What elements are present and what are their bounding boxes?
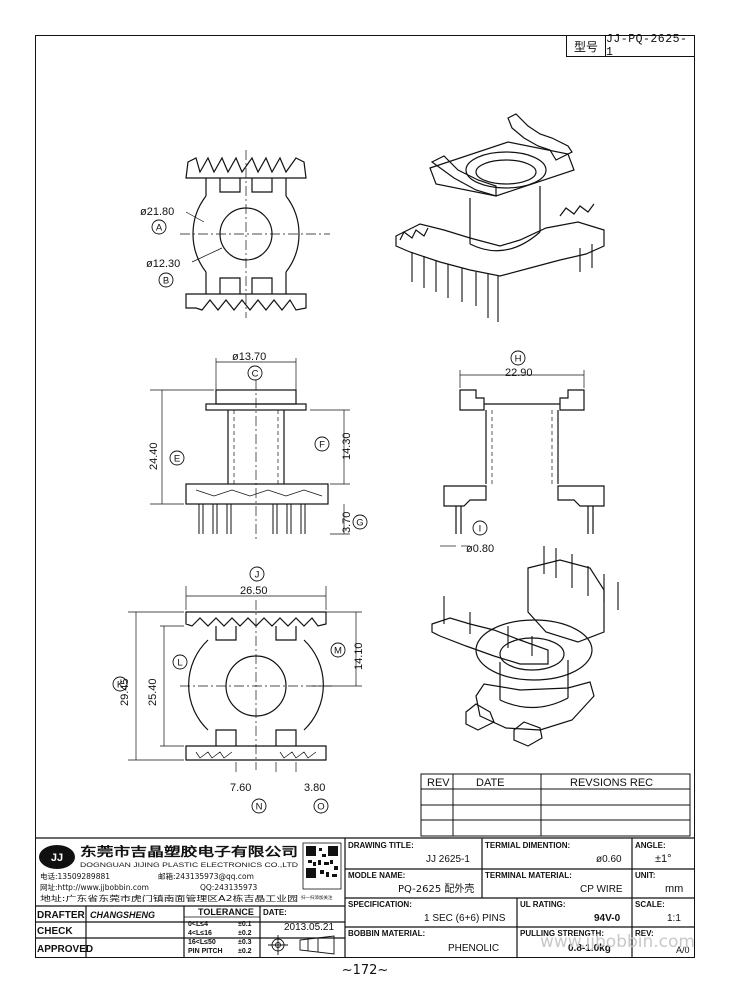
dim-pin-diameter: ø0.80 bbox=[466, 543, 494, 555]
drawing-title-label: DRAWING TITLE: bbox=[348, 841, 414, 850]
dim-slot-height: 14.10 bbox=[353, 642, 365, 670]
company-address: 地址:广东省东莞市虎门镇南面管理区A2栋吉晶工业园 bbox=[40, 893, 298, 903]
marker-g: G bbox=[356, 518, 363, 529]
ul-rating-value: 94V-0 bbox=[594, 913, 621, 924]
pulling-strength-value: 0.8-1.0kg bbox=[568, 943, 611, 954]
model-label: 型号 bbox=[567, 36, 606, 56]
dim-mid-height: 14.30 bbox=[341, 432, 353, 460]
terminal-material-label: TERMINAL MATERIAL: bbox=[485, 871, 572, 880]
marker-c: C bbox=[252, 369, 259, 380]
marker-h: H bbox=[515, 354, 522, 365]
marker-k: K bbox=[117, 680, 124, 691]
isometric-view-top bbox=[395, 113, 605, 322]
dim-body-height: 25.40 bbox=[147, 678, 159, 706]
ul-rating-label: UL RATING: bbox=[520, 900, 565, 909]
rev-header: REV bbox=[427, 777, 450, 789]
dim-top-width: ø13.70 bbox=[232, 351, 266, 363]
drafter-value: CHANGSHENG bbox=[90, 910, 155, 920]
bottom-view bbox=[112, 566, 362, 814]
tol-value-3: ±0.3 bbox=[238, 939, 252, 946]
model-number-box: 型号 JJ-PQ-2625-1 bbox=[566, 33, 695, 59]
marker-i: I bbox=[479, 524, 482, 535]
company-qq: QQ:243135973 bbox=[200, 883, 258, 892]
company-name-en: DOGNGUAN JIJING PLASTIC ELECTRONICS CO.,… bbox=[80, 863, 299, 869]
marker-j: J bbox=[255, 570, 260, 581]
dim-pitch-1: 7.60 bbox=[230, 782, 251, 794]
spec-label: SPECIFICATION: bbox=[348, 900, 412, 909]
scale-value: 1:1 bbox=[667, 913, 681, 924]
company-email: 邮箱:243135973@qq.com bbox=[158, 871, 254, 881]
side-view bbox=[440, 350, 605, 547]
terminal-dim-label: TERMIAL DIMENTION: bbox=[485, 841, 570, 850]
date-value: 2013.05.21 bbox=[284, 922, 334, 933]
revision-table bbox=[420, 773, 691, 837]
marker-o: O bbox=[317, 802, 324, 813]
bobbin-material-value: PHENOLIC bbox=[448, 943, 499, 954]
projection-symbol bbox=[268, 935, 335, 955]
unit-label: UNIT: bbox=[635, 871, 655, 880]
model-name-label: MODLE NAME: bbox=[348, 871, 405, 880]
angle-value: ±1° bbox=[655, 853, 672, 865]
marker-b: B bbox=[163, 276, 169, 287]
scale-label: SCALE: bbox=[635, 900, 665, 909]
marker-f: F bbox=[319, 440, 325, 451]
bobbin-material-label: BOBBIN MATERIAL: bbox=[348, 929, 425, 938]
isometric-view-bottom bbox=[431, 546, 619, 747]
date-header: DATE bbox=[476, 777, 505, 789]
marker-a: A bbox=[156, 223, 163, 234]
page-number: ~172~ bbox=[341, 963, 389, 978]
dim-total-height: 24.40 bbox=[148, 442, 160, 470]
angle-label: ANGLE: bbox=[635, 841, 666, 850]
qr-caption: 扫一扫添加关注 bbox=[301, 894, 333, 901]
unit-value: mm bbox=[665, 883, 683, 895]
company-name-cn: 东莞市吉晶塑胶电子有限公司 bbox=[80, 844, 298, 859]
qr-code bbox=[306, 846, 338, 878]
spec-value: 1 SEC (6+6) PINS bbox=[424, 913, 506, 924]
check-label: CHECK bbox=[37, 926, 73, 937]
front-view bbox=[150, 358, 368, 540]
model-value: JJ-PQ-2625-1 bbox=[606, 33, 688, 59]
revisions-header: REVSIONS REC bbox=[570, 777, 653, 789]
company-web: 网址:http://www.jjbobbin.com bbox=[40, 882, 149, 892]
dim-base-height: 29.45 bbox=[119, 678, 131, 706]
tolerance-label: TOLERANCE bbox=[198, 907, 254, 917]
dim-side-width: 22.90 bbox=[505, 367, 533, 379]
dim-pin-height: 3.70 bbox=[341, 512, 353, 533]
top-view bbox=[151, 150, 330, 318]
tol-value-4: ±0.2 bbox=[238, 948, 252, 955]
tol-range-1: 0<L≤4 bbox=[188, 921, 208, 928]
company-tel: 电话:13509289881 bbox=[40, 871, 110, 881]
tol-range-2: 4<L≤16 bbox=[188, 930, 212, 937]
tol-value-1: ±0.1 bbox=[238, 921, 252, 928]
rev-label: REV: bbox=[635, 929, 654, 938]
model-name-value: PQ-2625 配外壳 bbox=[398, 882, 474, 895]
dim-inner-diameter: ø12.30 bbox=[146, 258, 180, 270]
marker-e: E bbox=[174, 454, 180, 465]
tol-value-2: ±0.2 bbox=[238, 930, 252, 937]
drafter-label: DRAFTER bbox=[37, 910, 86, 921]
watermark: www.jjbobbin.com bbox=[540, 932, 695, 952]
drawing-frame bbox=[35, 35, 695, 958]
dim-pitch-2: 3.80 bbox=[304, 782, 325, 794]
pulling-strength-label: PULLING STRENGTH: bbox=[520, 929, 604, 938]
tol-range-4: PIN PITCH bbox=[188, 948, 223, 955]
terminal-dim-value: ø0.60 bbox=[596, 854, 622, 865]
logo-text: JJ bbox=[51, 852, 63, 864]
marker-m: M bbox=[334, 646, 342, 657]
tol-range-3: 16<L≤50 bbox=[188, 939, 216, 946]
dim-outer-diameter: ø21.80 bbox=[140, 206, 174, 218]
dim-base-width: 26.50 bbox=[240, 585, 268, 597]
marker-l: L bbox=[177, 658, 182, 669]
date-label: DATE: bbox=[263, 908, 287, 917]
company-logo bbox=[39, 845, 75, 869]
marker-n: N bbox=[256, 802, 263, 813]
rev-value: A/0 bbox=[676, 945, 690, 955]
approved-label: APPROVED bbox=[37, 944, 93, 955]
title-block-grid bbox=[35, 837, 695, 958]
drawing-title-value: JJ 2625-1 bbox=[426, 854, 470, 865]
terminal-material-value: CP WIRE bbox=[580, 884, 623, 895]
